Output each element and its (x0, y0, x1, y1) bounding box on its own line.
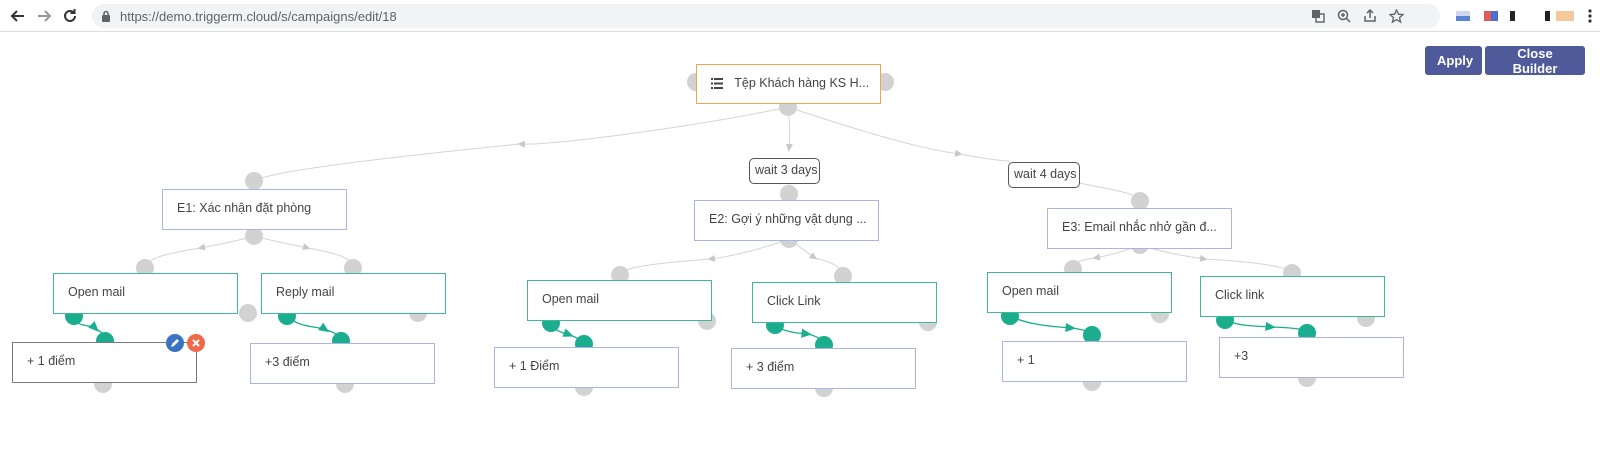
reload-button[interactable] (60, 6, 80, 26)
condition-node[interactable]: Open mail (987, 272, 1172, 313)
email-node[interactable]: E3: Email nhắc nhở gần đ... (1047, 208, 1232, 249)
extension-icon[interactable] (1510, 11, 1515, 21)
close-icon (192, 339, 200, 347)
translate-icon[interactable] (1310, 8, 1326, 24)
profile-avatar[interactable] (1556, 11, 1574, 21)
list-icon (711, 78, 723, 89)
extension-icon[interactable] (1456, 11, 1470, 21)
pencil-icon (171, 339, 179, 347)
node-label: Tệp Khách hàng KS H... (734, 76, 870, 90)
extension-icon[interactable] (1545, 11, 1550, 21)
reload-icon (64, 9, 76, 22)
condition-node[interactable]: Reply mail (261, 273, 446, 314)
menu-dots-icon[interactable] (1588, 9, 1592, 23)
action-node[interactable]: +3 điểm (250, 343, 435, 384)
source-segment-node[interactable]: Tệp Khách hàng KS H... (696, 64, 881, 104)
action-node[interactable]: + 3 điểm (731, 348, 916, 389)
zoom-icon[interactable] (1336, 8, 1352, 24)
condition-node[interactable]: Click Link (752, 282, 937, 323)
action-node[interactable]: +3 (1219, 337, 1404, 378)
condition-node[interactable]: Open mail (53, 273, 238, 314)
delete-node-button[interactable] (187, 334, 205, 352)
condition-node[interactable]: Click link (1200, 276, 1385, 317)
close-builder-button[interactable]: Close Builder (1485, 46, 1585, 76)
arrow-right-icon (38, 10, 52, 22)
arrow-left-icon (10, 10, 24, 22)
lock-icon (102, 10, 110, 22)
edit-node-button[interactable] (166, 334, 184, 352)
address-bar[interactable]: https://demo.triggerm.cloud/s/campaigns/… (92, 4, 1440, 28)
action-node[interactable]: + 1 điểm (12, 342, 197, 383)
url-text: https://demo.triggerm.cloud/s/campaigns/… (120, 9, 397, 24)
action-node[interactable]: + 1 (1002, 341, 1187, 382)
wait-label[interactable]: wait 4 days (1008, 162, 1080, 188)
campaign-builder-canvas: Tệp Khách hàng KS H... wait 3 days wait … (0, 31, 1600, 472)
share-icon[interactable] (1362, 8, 1378, 24)
email-node[interactable]: E1: Xác nhận đặt phòng (162, 189, 347, 230)
star-icon[interactable] (1388, 8, 1404, 24)
forward-button[interactable] (34, 6, 54, 26)
extension-icon[interactable] (1484, 11, 1498, 21)
browser-toolbar: https://demo.triggerm.cloud/s/campaigns/… (0, 0, 1600, 32)
wait-label[interactable]: wait 3 days (749, 158, 820, 184)
condition-node[interactable]: Open mail (527, 280, 712, 321)
email-node[interactable]: E2: Gợi ý những vật dụng ... (694, 200, 879, 241)
apply-button[interactable]: Apply (1425, 46, 1482, 75)
action-node[interactable]: + 1 Điểm (494, 347, 679, 388)
back-button[interactable] (8, 6, 28, 26)
